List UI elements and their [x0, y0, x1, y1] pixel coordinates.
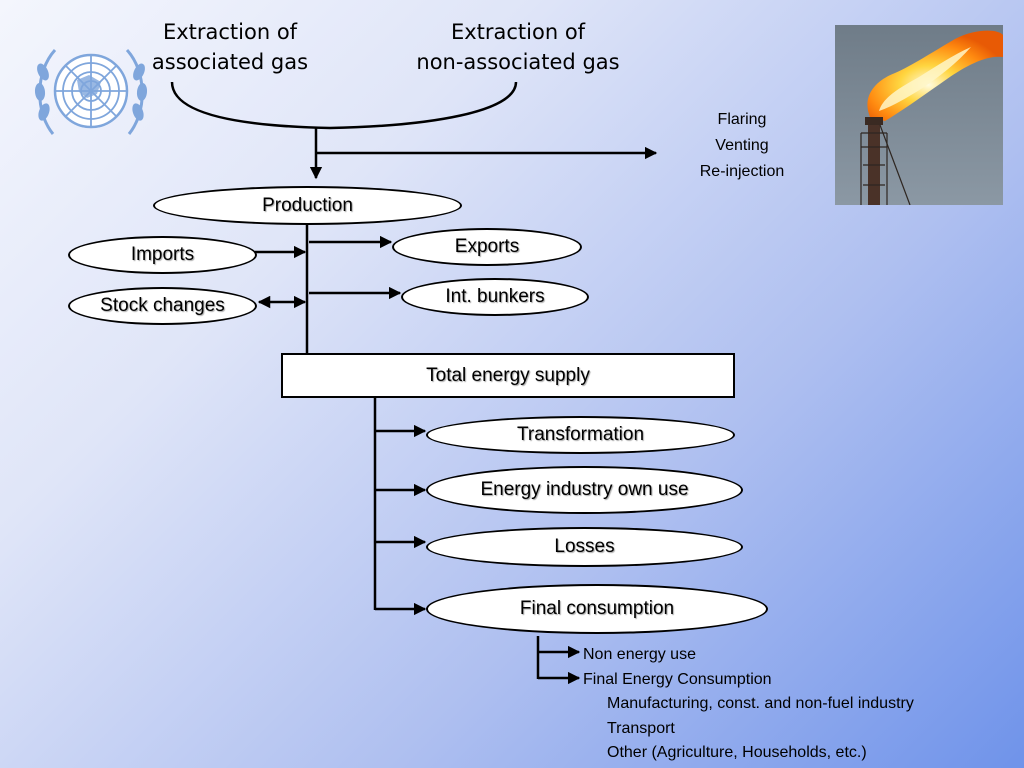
- node-int-bunkers-label: Int. bunkers: [445, 286, 545, 307]
- node-imports: Imports: [68, 236, 257, 274]
- node-losses: Losses: [426, 527, 743, 567]
- source-non-associated-gas: Extraction of non-associated gas: [398, 17, 638, 77]
- node-final-consumption: Final consumption: [426, 584, 768, 634]
- node-exports: Exports: [392, 228, 582, 266]
- source-associated-line-2: associated gas: [151, 50, 309, 74]
- source-non-associated-line-2: non-associated gas: [416, 50, 620, 74]
- gas-flare-photo: [835, 25, 1003, 205]
- node-exports-label: Exports: [454, 236, 520, 257]
- node-transformation: Transformation: [426, 416, 735, 454]
- side-output-venting: Venting: [715, 137, 769, 154]
- source-associated-gas: Extraction of associated gas: [130, 17, 330, 77]
- side-output-flaring: Flaring: [717, 111, 767, 128]
- node-energy-industry-own-use-label: Energy industry own use: [480, 479, 689, 500]
- node-total-energy-supply-label: Total energy supply: [426, 364, 590, 386]
- gas-flare-image: [835, 25, 1003, 205]
- node-stock-changes: Stock changes: [68, 287, 257, 325]
- node-int-bunkers: Int. bunkers: [401, 278, 589, 316]
- breakdown-non-energy-use: Non energy use: [583, 646, 696, 663]
- node-production-label: Production: [262, 194, 353, 216]
- final-breakdown-list: Non energy use Final Energy Consumption …: [583, 643, 1013, 766]
- node-imports-label: Imports: [130, 244, 195, 265]
- sector-manufacturing: Manufacturing, const. and non-fuel indus…: [607, 695, 914, 712]
- sector-other: Other (Agriculture, Households, etc.): [607, 744, 867, 761]
- side-output-reinjection: Re-injection: [699, 163, 785, 180]
- node-final-consumption-label: Final consumption: [519, 598, 675, 619]
- node-losses-label: Losses: [554, 536, 615, 557]
- node-stock-changes-label: Stock changes: [100, 295, 225, 316]
- merge-brace: [170, 81, 518, 130]
- node-transformation-label: Transformation: [516, 424, 645, 445]
- node-energy-industry-own-use: Energy industry own use: [426, 466, 743, 514]
- breakdown-final-energy-consumption: Final Energy Consumption: [583, 670, 772, 688]
- side-outputs-list: Flaring Venting Re-injection: [680, 107, 804, 185]
- node-production: Production: [153, 186, 462, 225]
- source-associated-line-1: Extraction of: [162, 20, 298, 44]
- source-non-associated-line-1: Extraction of: [450, 20, 586, 44]
- node-total-energy-supply: Total energy supply: [281, 353, 735, 398]
- sector-transport: Transport: [607, 719, 675, 737]
- un-emblem-icon: [34, 48, 148, 135]
